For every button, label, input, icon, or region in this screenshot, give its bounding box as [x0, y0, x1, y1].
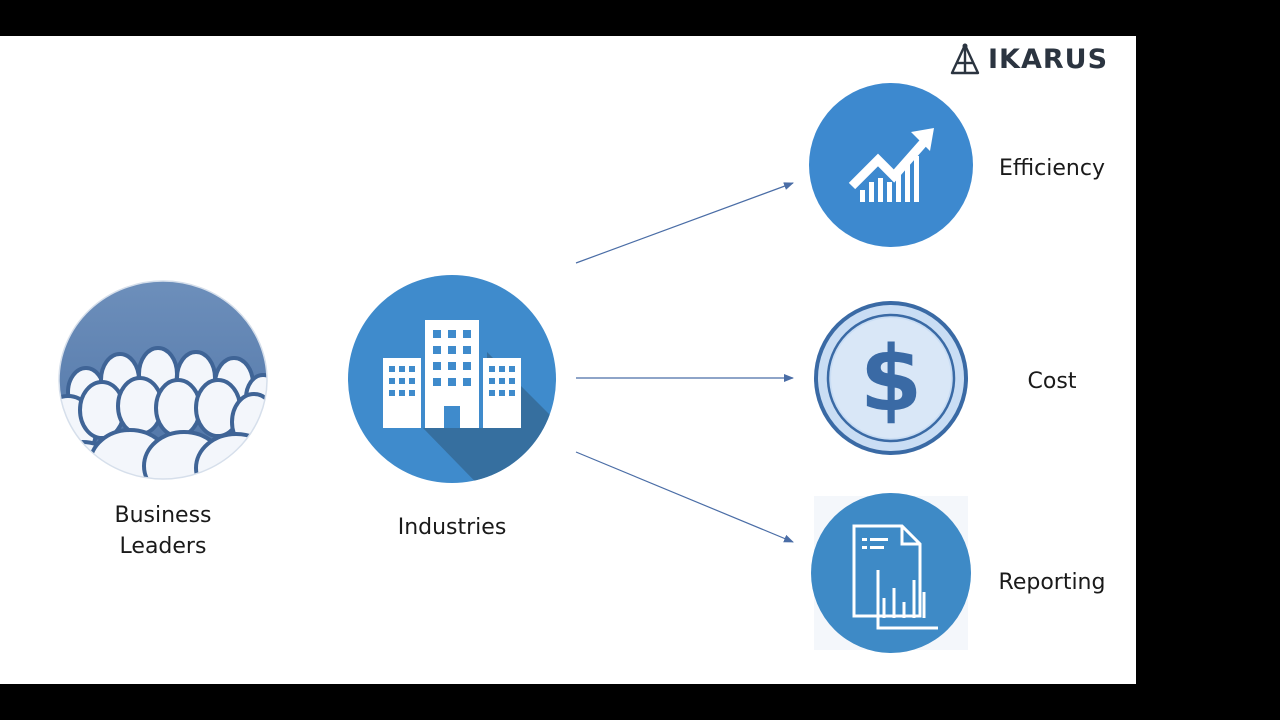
business-leaders-label-line1: Business: [114, 503, 212, 528]
industries-label: Industries: [397, 515, 507, 540]
arrow-industries-to-reporting: [575, 451, 794, 543]
buildings-icon: [348, 275, 556, 483]
report-document-icon: [811, 493, 971, 653]
cost-label: Cost: [1027, 369, 1077, 394]
people-crowd-icon: [58, 280, 268, 480]
brand-name: IKARUS: [988, 43, 1109, 75]
efficiency-label: Efficiency: [999, 156, 1105, 181]
slide: IKARUS: [0, 36, 1136, 684]
efficiency-node: [808, 82, 974, 248]
growth-chart-arrow-icon: [809, 83, 973, 247]
cost-node: $: [813, 300, 969, 456]
svg-text:$: $: [860, 327, 923, 432]
industries-node: [347, 274, 557, 484]
arrow-industries-to-efficiency: [575, 182, 794, 264]
business-leaders-label-line2: Leaders: [119, 534, 207, 559]
dollar-coin-icon: $: [814, 301, 968, 455]
business-leaders-node: [58, 280, 268, 480]
business-leaders-label: Business Leaders: [88, 500, 238, 562]
reporting-label: Reporting: [998, 570, 1106, 595]
brand-logo: IKARUS: [948, 42, 1108, 76]
connection-arrows: [575, 182, 794, 543]
tower-logo-icon: [950, 43, 980, 75]
reporting-node: [810, 492, 972, 654]
